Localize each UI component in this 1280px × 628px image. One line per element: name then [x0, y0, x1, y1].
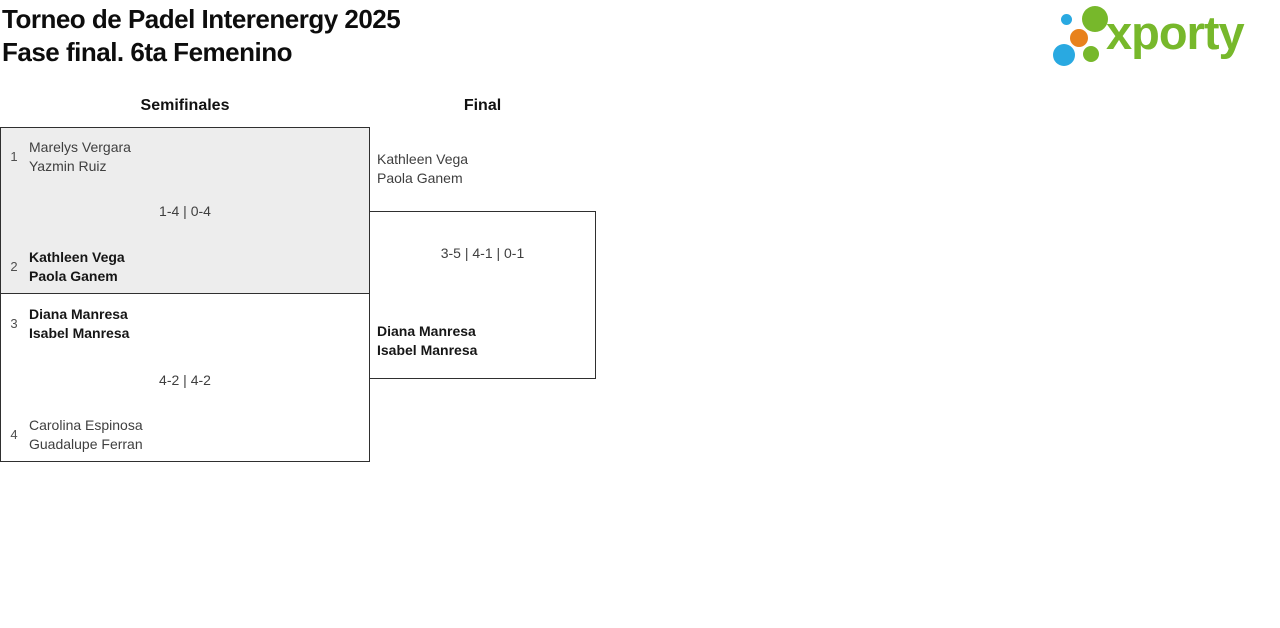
player-name: Paola Ganem [29, 268, 118, 284]
page-title: Torneo de Padel Interenergy 2025 Fase fi… [2, 3, 401, 69]
match-box-semifinal-2[interactable]: 3 Diana Manresa Isabel Manresa 4-2 | 4-2… [0, 293, 370, 462]
team-entry: Diana Manresa Isabel Manresa [377, 322, 477, 360]
seed-number: 4 [10, 427, 18, 442]
round-header-final: Final [463, 97, 502, 114]
player-name: Diana Manresa [29, 306, 128, 322]
xporty-logo[interactable]: xporty [1050, 0, 1280, 70]
logo-dot-green-large-icon [1082, 6, 1108, 32]
player-name: Kathleen Vega [29, 249, 125, 265]
tournament-name: Torneo de Padel Interenergy 2025 [2, 4, 401, 34]
player-name: Kathleen Vega [377, 151, 469, 167]
player-name: Guadalupe Ferran [29, 436, 143, 452]
team-entry: 2 Kathleen Vega Paola Ganem [1, 248, 369, 286]
logo-dot-blue-small-icon [1061, 14, 1072, 25]
match-box-semifinal-1[interactable]: 1 Marelys Vergara Yazmin Ruiz 1-4 | 0-4 … [0, 127, 370, 294]
logo-dot-orange-icon [1070, 29, 1088, 47]
player-name: Yazmin Ruiz [29, 158, 107, 174]
logo-dot-blue-large-icon [1053, 44, 1075, 66]
player-name: Carolina Espinosa [29, 417, 143, 433]
player-name: Isabel Manresa [377, 342, 478, 358]
match-score: 1-4 | 0-4 [159, 203, 211, 219]
match-score: 4-2 | 4-2 [159, 372, 211, 388]
seed-number: 1 [10, 149, 18, 164]
seed-number: 2 [10, 259, 18, 274]
player-name: Diana Manresa [377, 323, 476, 339]
team-entry: 4 Carolina Espinosa Guadalupe Ferran [1, 416, 369, 454]
team-entry: Kathleen Vega Paola Ganem [377, 150, 468, 188]
player-name: Isabel Manresa [29, 325, 130, 341]
player-name: Paola Ganem [377, 170, 463, 186]
match-box-final[interactable] [369, 211, 596, 379]
phase-category-subtitle: Fase final. 6ta Femenino [2, 37, 292, 67]
match-score: 3-5 | 4-1 | 0-1 [440, 245, 525, 261]
round-header-semifinals: Semifinales [140, 97, 230, 114]
team-entry: 1 Marelys Vergara Yazmin Ruiz [1, 138, 369, 176]
seed-number: 3 [10, 316, 18, 331]
team-entry: 3 Diana Manresa Isabel Manresa [1, 305, 369, 343]
player-name: Marelys Vergara [29, 139, 131, 155]
logo-wordmark: xporty [1106, 6, 1245, 59]
logo-dot-green-small-icon [1083, 46, 1099, 62]
